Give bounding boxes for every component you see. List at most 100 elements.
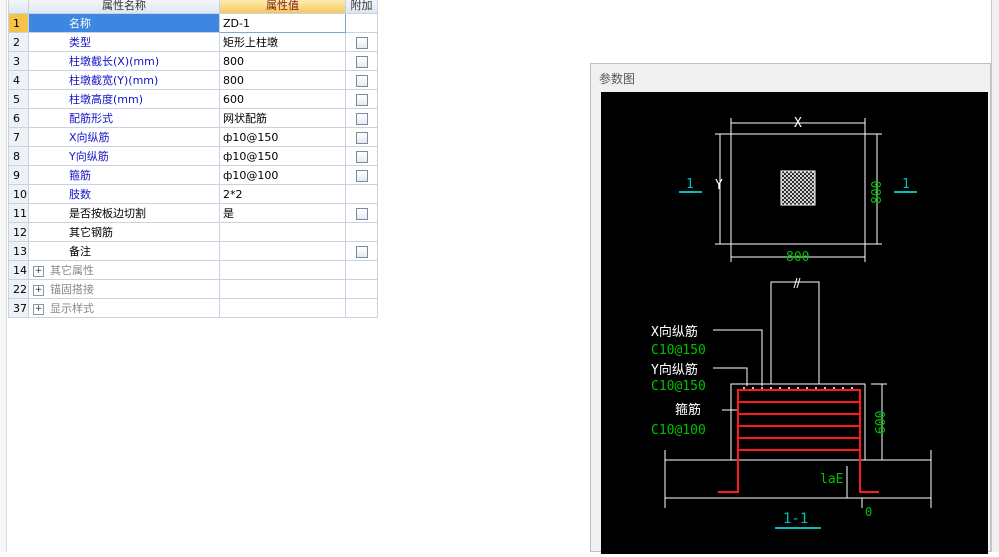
property-value[interactable]: ф10@150	[219, 127, 346, 147]
table-row[interactable]: 3 柱墩截长(X)(mm) 800	[8, 51, 378, 71]
add-cell	[345, 127, 378, 147]
header-property-name[interactable]: 属性名称	[28, 0, 220, 14]
dim-0-label: 0	[865, 505, 872, 519]
property-name[interactable]: 备注	[28, 241, 220, 261]
add-checkbox[interactable]	[355, 74, 368, 87]
section-mark-left: 1	[686, 177, 694, 192]
property-value[interactable]: 800	[219, 70, 346, 90]
expand-icon[interactable]: +	[33, 265, 44, 277]
dim-600-label: 600	[874, 411, 889, 434]
table-row[interactable]: 7 X向纵筋 ф10@150	[8, 127, 378, 147]
property-group[interactable]: +锚固搭接	[28, 279, 220, 299]
add-cell	[345, 89, 378, 109]
rebar-dots	[743, 387, 853, 389]
property-name[interactable]: 其它钢筋	[28, 222, 220, 242]
row-number: 14	[8, 260, 29, 280]
property-value[interactable]: ZD-1	[219, 13, 346, 33]
add-cell	[345, 298, 378, 318]
property-value[interactable]: 2*2	[219, 184, 346, 204]
stirrup-label: 箍筋	[675, 402, 701, 418]
expand-icon[interactable]: +	[33, 303, 44, 315]
table-row[interactable]: 10 肢数 2*2	[8, 184, 378, 204]
table-row-group[interactable]: 22 +锚固搭接	[8, 279, 378, 299]
property-name[interactable]: 箍筋	[28, 165, 220, 185]
property-value[interactable]: ф10@100	[219, 165, 346, 185]
table-row[interactable]: 8 Y向纵筋 ф10@150	[8, 146, 378, 166]
expand-icon[interactable]: +	[33, 284, 44, 296]
property-value[interactable]	[219, 222, 346, 242]
add-cell	[345, 108, 378, 128]
property-group[interactable]: + 其它属性	[28, 260, 220, 280]
property-name[interactable]: 配筋形式	[28, 108, 220, 128]
property-name[interactable]: 柱墩高度(mm)	[28, 89, 220, 109]
property-name[interactable]: 类型	[28, 32, 220, 52]
section-view	[664, 277, 932, 508]
table-row[interactable]: 4 柱墩截宽(Y)(mm) 800	[8, 70, 378, 90]
row-number: 1	[8, 13, 29, 33]
property-name[interactable]: 柱墩截宽(Y)(mm)	[28, 70, 220, 90]
header-property-value[interactable]: 属性值	[219, 0, 346, 14]
property-value[interactable]: 600	[219, 89, 346, 109]
table-row[interactable]: 13 备注	[8, 241, 378, 261]
row-number: 9	[8, 165, 29, 185]
row-number: 12	[8, 222, 29, 242]
add-checkbox[interactable]	[355, 207, 368, 220]
add-cell	[345, 260, 378, 280]
property-value[interactable]	[219, 241, 346, 261]
add-checkbox[interactable]	[355, 131, 368, 144]
property-value[interactable]: 800	[219, 51, 346, 71]
table-row[interactable]: 5 柱墩高度(mm) 600	[8, 89, 378, 109]
add-checkbox[interactable]	[355, 36, 368, 49]
property-value[interactable]: 是	[219, 203, 346, 223]
add-cell	[345, 203, 378, 223]
y-rebar-label: Y向纵筋	[651, 362, 698, 378]
x-rebar-label: X向纵筋	[651, 324, 698, 340]
property-name[interactable]: Y向纵筋	[28, 146, 220, 166]
property-name[interactable]: 肢数	[28, 184, 220, 204]
add-cell	[345, 222, 378, 242]
table-row[interactable]: 1 名称 ZD-1	[8, 13, 378, 33]
stirrups	[718, 389, 879, 493]
add-cell	[345, 70, 378, 90]
row-number: 11	[8, 203, 29, 223]
row-number: 37	[8, 298, 29, 318]
property-name[interactable]: 柱墩截长(X)(mm)	[28, 51, 220, 71]
property-name[interactable]: 是否按板边切割	[28, 203, 220, 223]
add-checkbox[interactable]	[355, 112, 368, 125]
table-row[interactable]: 9 箍筋 ф10@100	[8, 165, 378, 185]
table-row[interactable]: 2 类型 矩形上柱墩	[8, 32, 378, 52]
property-grid: 属性名称 属性值 附加 1 名称 ZD-1 2 类型 矩形上柱墩 3 柱墩截长(…	[8, 0, 378, 318]
x-rebar-value: C10@150	[651, 343, 706, 358]
property-value[interactable]: 网状配筋	[219, 108, 346, 128]
property-group[interactable]: + 显示样式	[28, 298, 220, 318]
add-cell	[345, 146, 378, 166]
row-number: 3	[8, 51, 29, 71]
right-scrollbar[interactable]	[991, 0, 999, 552]
table-row[interactable]: 12 其它钢筋	[8, 222, 378, 242]
add-checkbox[interactable]	[355, 55, 368, 68]
table-row[interactable]: 11 是否按板边切割 是	[8, 203, 378, 223]
property-value[interactable]: 矩形上柱墩	[219, 32, 346, 52]
add-checkbox[interactable]	[355, 93, 368, 106]
add-checkbox[interactable]	[355, 150, 368, 163]
section-label: 1-1	[783, 511, 808, 527]
table-row[interactable]: 6 配筋形式 网状配筋	[8, 108, 378, 128]
stirrup-value: C10@100	[651, 423, 706, 438]
header-add[interactable]: 附加	[345, 0, 378, 14]
column-hatch	[780, 170, 816, 206]
property-value	[219, 260, 346, 280]
row-number: 4	[8, 70, 29, 90]
row-number: 8	[8, 146, 29, 166]
add-cell	[345, 13, 378, 33]
add-checkbox[interactable]	[355, 245, 368, 258]
table-row-group[interactable]: 14 + 其它属性	[8, 260, 378, 280]
row-number: 7	[8, 127, 29, 147]
property-name[interactable]: X向纵筋	[28, 127, 220, 147]
add-cell	[345, 184, 378, 204]
table-row-group[interactable]: 37 + 显示样式	[8, 298, 378, 318]
group-label: 显示样式	[50, 302, 94, 315]
add-checkbox[interactable]	[355, 169, 368, 182]
property-value[interactable]: ф10@150	[219, 146, 346, 166]
property-name[interactable]: 名称	[28, 13, 220, 33]
group-label: 其它属性	[50, 264, 94, 277]
